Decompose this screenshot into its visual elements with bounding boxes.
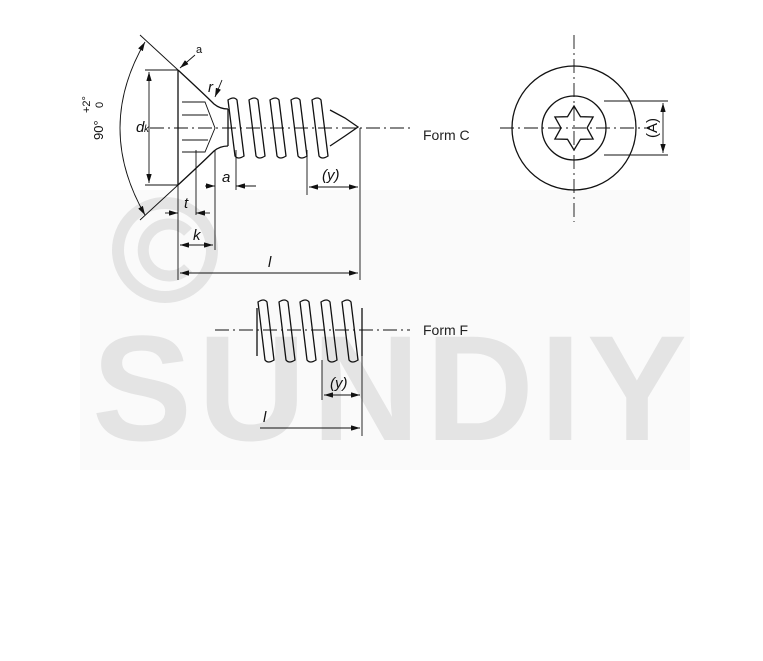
r-label: r — [208, 79, 214, 96]
thread-crest — [341, 299, 359, 363]
copyright-icon — [112, 197, 218, 303]
a-dimension-label: (A) — [644, 118, 661, 138]
y-label: (y) — [322, 167, 340, 184]
thread-crest — [278, 299, 296, 363]
form-c-label: Form C — [423, 127, 470, 143]
form-c-side-view: 90° +2° 0 a r d k a t k (y) — [81, 34, 470, 280]
thread-crest — [248, 97, 266, 159]
thread-crest — [320, 299, 338, 363]
angle-label: 90° — [91, 120, 106, 140]
torx-recess-icon — [553, 104, 595, 152]
form-f-l-label: l — [263, 409, 267, 426]
l-label: l — [268, 254, 272, 271]
thread-crest — [311, 97, 329, 159]
a-label: a — [222, 169, 230, 186]
angle-tol-zero: 0 — [94, 102, 106, 108]
watermark-text: SUNDIY — [92, 304, 687, 472]
thread-crest — [269, 97, 287, 159]
watermark: SUNDIY — [80, 190, 690, 472]
dk-label: d — [136, 119, 145, 136]
angle-tol-plus: +2° — [81, 96, 93, 113]
form-f-side-view: (y) l Form F — [215, 299, 468, 436]
thread-crest — [299, 299, 317, 363]
t-label: t — [184, 195, 189, 212]
dk-subscript: k — [144, 124, 150, 135]
k-label: k — [193, 227, 202, 244]
thread-crest — [257, 299, 275, 363]
end-view: (A) — [500, 35, 668, 222]
form-f-y-label: (y) — [330, 375, 348, 392]
a-top-label: a — [196, 44, 203, 56]
form-f-label: Form F — [423, 322, 468, 338]
